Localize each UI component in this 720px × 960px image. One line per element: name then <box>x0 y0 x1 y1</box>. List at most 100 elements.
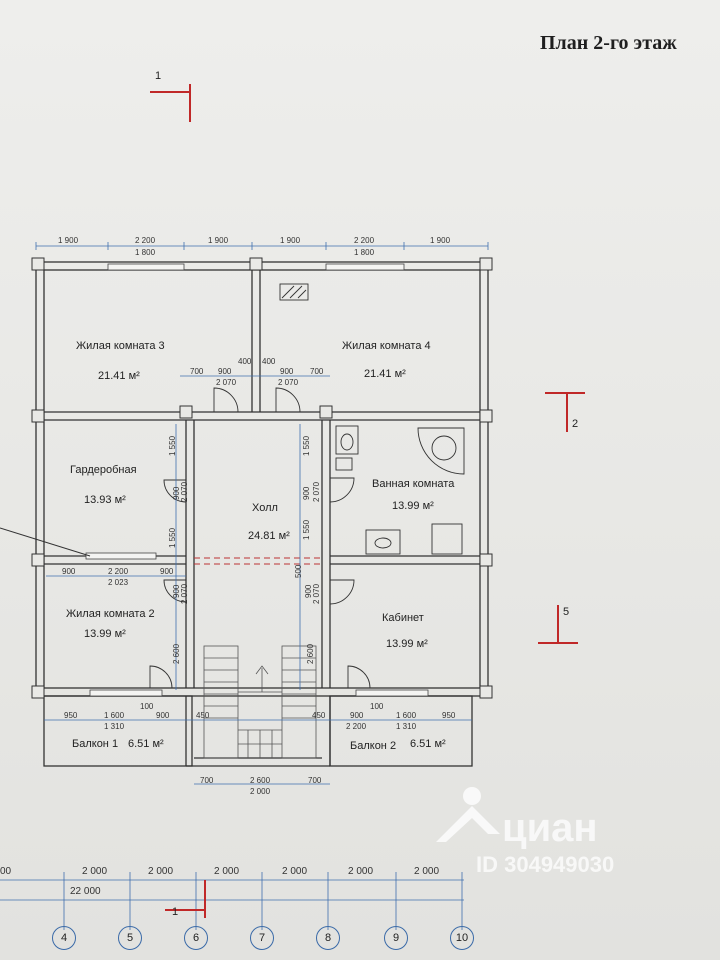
door-room-2 <box>163 579 187 603</box>
bidet <box>335 457 353 471</box>
dim-door: 700 <box>310 367 324 376</box>
dim-axis: 2 000 <box>82 866 108 877</box>
window-mid-left <box>85 552 157 560</box>
bathtub-basin <box>431 435 457 461</box>
door-office <box>329 579 355 605</box>
door-balcony-2 <box>347 665 371 689</box>
room-area-living-2: 13.99 м² <box>84 628 126 640</box>
window-top-2 <box>325 263 405 271</box>
dim-axis: 2 000 <box>414 866 440 877</box>
dim-top: 1 900 <box>208 236 229 245</box>
dim-top: 2 200 <box>135 236 156 245</box>
dim-door: 400 <box>262 357 276 366</box>
dim-vertical: 1 550 <box>302 519 311 540</box>
dim-top: 1 900 <box>430 236 451 245</box>
dim-balcony: 1 310 <box>104 722 125 731</box>
dim-vertical: 2 600 <box>172 643 181 664</box>
dim-mid: 2 200 <box>108 567 129 576</box>
room-label-office: Кабинет <box>382 612 424 624</box>
dim-door: 400 <box>238 357 252 366</box>
dim-mid: 2 023 <box>108 578 129 587</box>
axis-marker: 6 <box>184 926 208 950</box>
dim-bottom: 700 <box>308 776 322 785</box>
dim-vertical: 2 070 <box>312 481 321 502</box>
dim-vertical: 2 070 <box>180 583 189 604</box>
door-room-3 <box>213 387 239 413</box>
dim-vertical: 1 550 <box>168 527 177 548</box>
dim-balcony: 100 <box>140 702 154 711</box>
balcony-2-outline <box>329 695 473 767</box>
dim-door: 700 <box>190 367 204 376</box>
axis-marker: 7 <box>250 926 274 950</box>
room-label-living-3: Жилая комната 3 <box>76 340 165 352</box>
dim-balcony: 100 <box>370 702 384 711</box>
shower <box>431 523 463 555</box>
dim-total: 22 000 <box>70 886 101 897</box>
dim-door: 2 070 <box>278 378 299 387</box>
dim-balcony: 950 <box>64 711 78 720</box>
bathtub <box>417 427 465 475</box>
dim-vertical: 1 550 <box>168 435 177 456</box>
dim-vertical: 500 <box>294 564 303 578</box>
balcony-1-outline <box>43 695 193 767</box>
chimney <box>279 283 309 301</box>
dim-vertical: 900 <box>302 486 311 500</box>
dim-top: 1 800 <box>135 248 156 257</box>
section-label-1-bottom: 1 <box>172 906 179 918</box>
axis-marker: 5 <box>118 926 142 950</box>
dim-bottom: 2 600 <box>250 776 271 785</box>
dim-mid: 900 <box>62 567 76 576</box>
dim-top: 1 800 <box>354 248 375 257</box>
door-bathroom <box>329 477 355 503</box>
room-label-wardrobe: Гардеробная <box>70 464 137 476</box>
room-area-living-3: 21.41 м² <box>98 370 140 382</box>
window-bottom-1 <box>89 689 163 697</box>
section-label-5: 5 <box>563 606 570 618</box>
dim-door: 2 070 <box>216 378 237 387</box>
dim-balcony: 450 <box>196 711 210 720</box>
door-wardrobe <box>163 479 187 503</box>
axis-marker: 10 <box>450 926 474 950</box>
room-area-balcony-1: 6.51 м² <box>128 738 164 750</box>
room-label-hall: Холл <box>252 502 278 514</box>
dim-balcony: 450 <box>312 711 326 720</box>
dim-vertical: 1 550 <box>302 435 311 456</box>
staircase <box>203 645 317 759</box>
dim-top: 1 900 <box>58 236 79 245</box>
dim-balcony: 1 600 <box>104 711 125 720</box>
dim-axis: 2 000 <box>214 866 240 877</box>
dim-bottom: 700 <box>200 776 214 785</box>
dim-axis: 2 000 <box>348 866 374 877</box>
door-room-4 <box>275 387 301 413</box>
sink <box>365 529 401 555</box>
room-label-living-4: Жилая комната 4 <box>342 340 431 352</box>
room-area-balcony-2: 6.51 м² <box>410 738 446 750</box>
dim-balcony: 1 600 <box>396 711 417 720</box>
room-area-bathroom: 13.99 м² <box>392 500 434 512</box>
dim-door: 900 <box>218 367 232 376</box>
door-balcony-1 <box>149 665 173 689</box>
room-area-living-4: 21.41 м² <box>364 368 406 380</box>
axis-marker: 9 <box>384 926 408 950</box>
dim-bottom: 2 000 <box>250 787 271 796</box>
dim-vertical: 2 070 <box>312 583 321 604</box>
dim-axis: 2 000 <box>148 866 174 877</box>
axis-marker: 4 <box>52 926 76 950</box>
dim-axis: 2 000 <box>282 866 308 877</box>
dim-mid: 900 <box>160 567 174 576</box>
dim-axis: 00 <box>0 866 12 877</box>
dim-balcony: 1 310 <box>396 722 417 731</box>
dim-vertical: 2 600 <box>306 643 315 664</box>
dim-balcony: 950 <box>442 711 456 720</box>
toilet <box>335 425 359 455</box>
room-label-balcony-1: Балкон 1 <box>72 738 119 750</box>
room-label-bathroom: Ванная комната <box>372 478 455 490</box>
cian-logo-icon <box>436 787 500 842</box>
dim-vertical: 2 070 <box>180 481 189 502</box>
room-label-living-2: Жилая комната 2 <box>66 608 155 620</box>
dim-balcony: 900 <box>156 711 170 720</box>
window-top-1 <box>107 263 185 271</box>
dim-door: 900 <box>280 367 294 376</box>
section-label-2: 2 <box>572 418 579 430</box>
